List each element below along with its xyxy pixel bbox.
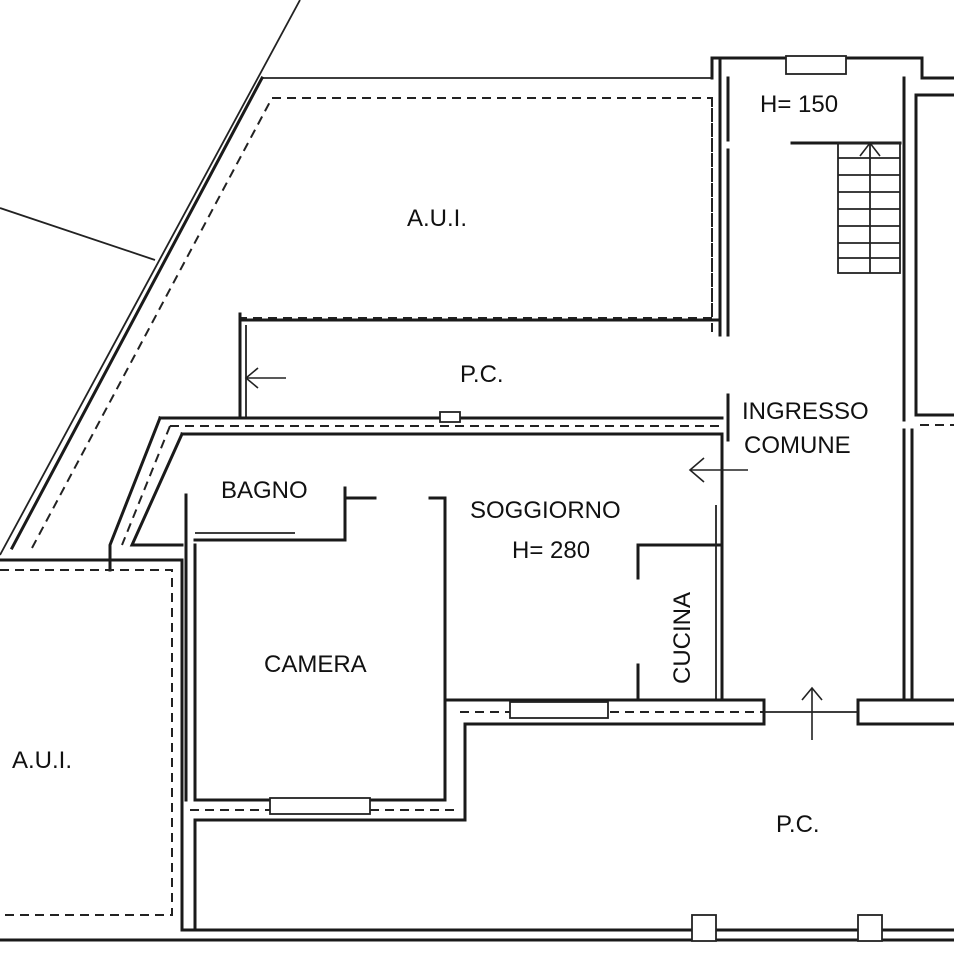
apartment-walls (184, 432, 954, 822)
label-cucina: CUCINA (669, 592, 696, 684)
hall-walls (710, 55, 954, 702)
label-aui-left: A.U.I. (12, 747, 72, 774)
label-soggiorno: SOGGIORNO (470, 497, 621, 524)
entrance-arrows (244, 367, 823, 740)
label-ingresso: INGRESSO (742, 398, 869, 425)
label-camera: CAMERA (264, 651, 367, 678)
label-soggiorno-height: H= 280 (512, 537, 590, 564)
staircase (790, 141, 902, 274)
label-pc-middle: P.C. (460, 361, 504, 388)
aui-top-outline (9, 56, 722, 551)
label-bagno: BAGNO (221, 477, 308, 504)
label-pc-bottom: P.C. (776, 811, 820, 838)
diagonal-wall (108, 416, 184, 572)
label-comune: COMUNE (744, 432, 851, 459)
site-boundary (0, 0, 712, 556)
pc-middle-walls (158, 312, 724, 436)
label-aui-top: A.U.I. (407, 205, 467, 232)
lower-walls (0, 558, 954, 942)
label-hall-height: H= 150 (760, 91, 838, 118)
